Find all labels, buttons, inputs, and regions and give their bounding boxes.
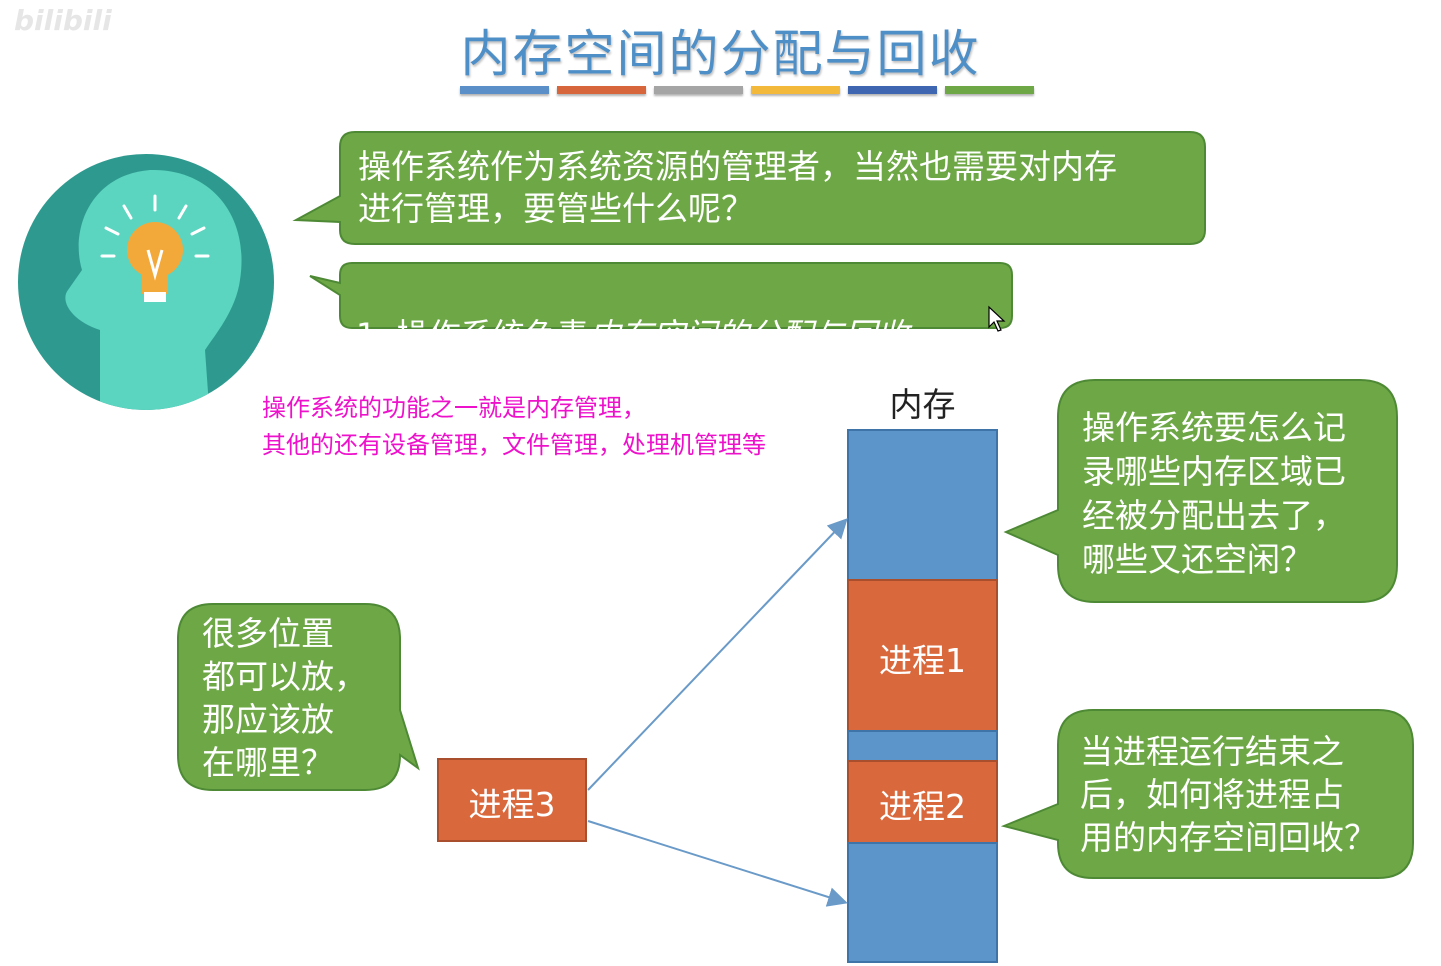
answer-bubble bbox=[309, 262, 1013, 329]
answer-emphasis: 内存空间的分配与回收 bbox=[588, 316, 909, 354]
process2-label: 进程2 bbox=[879, 787, 966, 826]
memory-free-block-1 bbox=[847, 429, 998, 581]
process3-label: 进程3 bbox=[468, 785, 556, 824]
placement-text: 很多位置 都可以放， 那应该放 在哪里？ bbox=[202, 614, 367, 782]
title-bar-segment-4 bbox=[751, 86, 840, 94]
memory-process2-block bbox=[847, 760, 998, 844]
title-bar-segment-3 bbox=[654, 86, 743, 94]
title-bar-segment-6 bbox=[945, 86, 1034, 94]
pink-note: 操作系统的功能之一就是内存管理， 其他的还有设备管理，文件管理，处理机管理等 bbox=[262, 394, 766, 459]
answer-text: 1. 操作系统负责内存空间的分配与回收 bbox=[356, 272, 1006, 356]
lightbulb-head-icon bbox=[18, 154, 274, 410]
watermark: bilibili bbox=[14, 4, 112, 37]
recycle-bubble bbox=[1000, 709, 1414, 879]
question-text: 操作系统作为系统资源的管理者，当然也需要对内存 进行管理，要管些什么呢？ bbox=[358, 147, 1117, 228]
memory-label: 内存 bbox=[889, 385, 956, 424]
memory-column bbox=[847, 429, 998, 963]
record-bubble bbox=[1003, 379, 1398, 603]
arrow-to-upper-free bbox=[587, 518, 848, 791]
answer-prefix: 1. 操作系统负责 bbox=[356, 316, 589, 354]
title-bar-segment-1 bbox=[460, 86, 549, 94]
title-color-bar bbox=[460, 86, 1034, 96]
record-text: 操作系统要怎么记 录哪些内存区域已 经被分配出去了， 哪些又还空闲？ bbox=[1082, 408, 1346, 579]
title-bar-segment-5 bbox=[848, 86, 937, 94]
process1-label: 进程1 bbox=[879, 641, 966, 680]
memory-free-block-3 bbox=[847, 842, 998, 963]
recycle-text: 当进程运行结束之 后，如何将进程占 用的内存空间回收？ bbox=[1080, 732, 1377, 857]
question-bubble bbox=[292, 131, 1206, 245]
arrow-to-lower-free bbox=[587, 820, 848, 907]
page-title: 内存空间的分配与回收 bbox=[460, 25, 981, 83]
mouse-cursor-icon bbox=[988, 305, 1006, 332]
process3-block bbox=[437, 758, 587, 842]
placement-bubble bbox=[177, 603, 420, 791]
memory-process1-block bbox=[847, 579, 998, 732]
title-bar-segment-2 bbox=[557, 86, 646, 94]
memory-free-block-2 bbox=[847, 730, 998, 762]
